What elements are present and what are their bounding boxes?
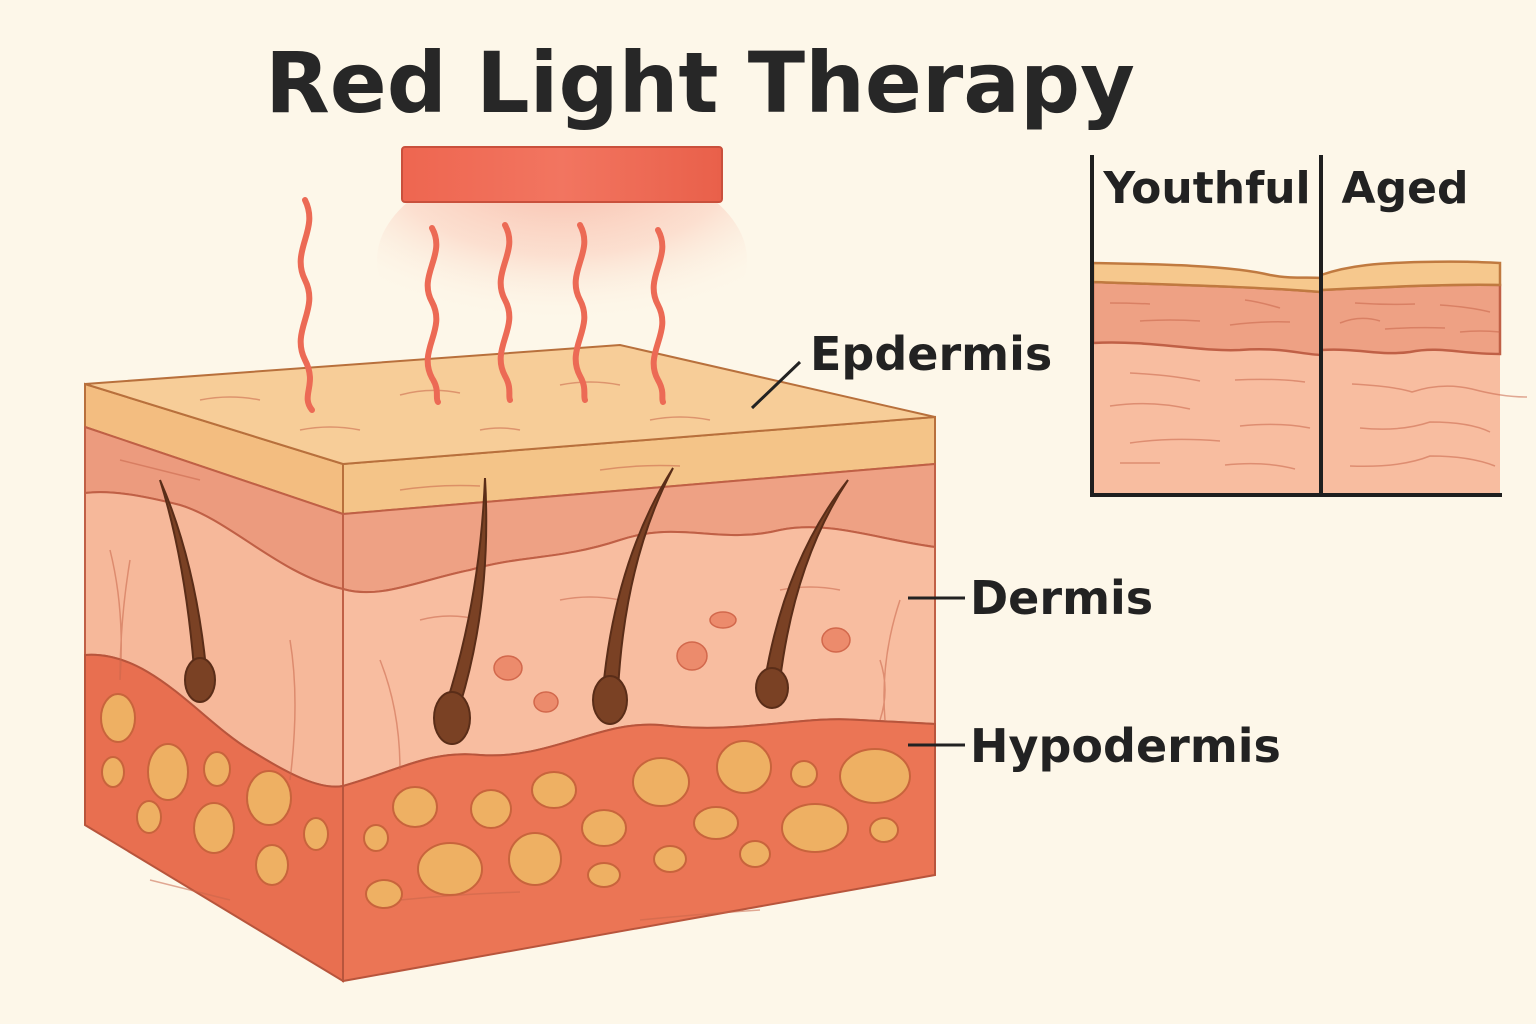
comparison-inset: Youthful Aged (1090, 155, 1528, 497)
fat-cells (100, 693, 911, 909)
hypodermis-right (342, 718, 936, 983)
aged-epidermis (1319, 260, 1502, 292)
dermal-papillae (493, 611, 851, 713)
aged-lower-dermis (1321, 349, 1500, 495)
aged-upper-dermis (1319, 283, 1502, 356)
light-rays (297, 197, 666, 413)
label-hypodermis: Hypodermis (970, 719, 1281, 773)
youthful-epidermis (1091, 261, 1323, 294)
label-epidermis: Epdermis (810, 327, 1052, 381)
label-youthful: Youthful (1102, 163, 1310, 214)
label-aged: Aged (1342, 163, 1469, 214)
red-light-device (377, 146, 747, 365)
youthful-upper-dermis (1091, 280, 1323, 357)
epidermis-leader-line (750, 360, 802, 410)
hair-follicles (159, 467, 849, 745)
youthful-lower-dermis (1093, 342, 1321, 495)
diagram-title: Red Light Therapy (265, 34, 1135, 132)
epidermis-top (84, 343, 936, 466)
label-dermis: Dermis (970, 571, 1153, 625)
skin-block (84, 343, 936, 983)
